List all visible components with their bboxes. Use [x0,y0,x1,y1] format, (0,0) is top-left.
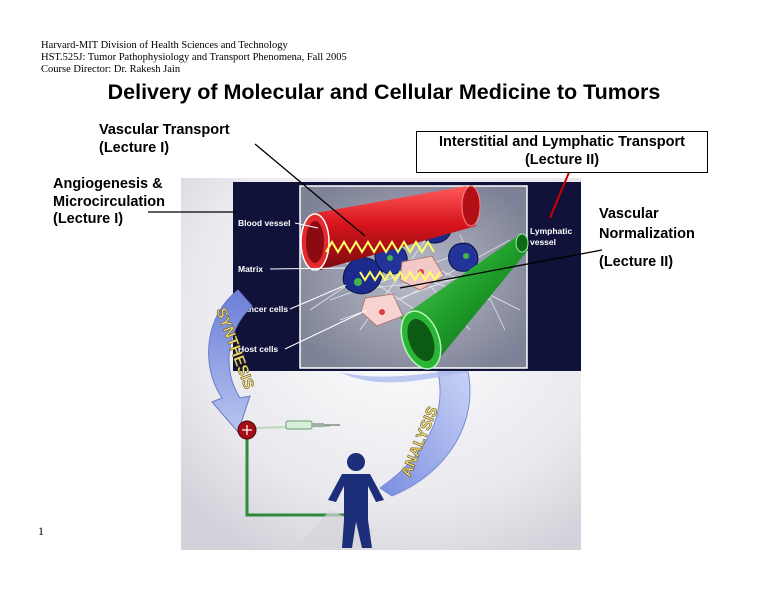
lymphatic-vessel [359,233,529,370]
pointer-vascular-transport [254,143,366,237]
header-line-2: HST.525J: Tumor Pathophysiology and Tran… [41,52,347,63]
callout-vascular-normalization: Vascular Normalization (Lecture II) [599,204,695,272]
syringe-icon [285,420,340,430]
callout-angiogenesis-line3: (Lecture I) [53,211,124,227]
pointer-normalization [399,249,603,289]
page-number: 1 [38,524,44,538]
page-title: Delivery of Molecular and Cellular Medic… [107,80,661,104]
label-blood-vessel: Blood vessel [238,218,290,228]
callout-normalization-line1: Vascular [599,206,659,222]
label-matrix: Matrix [238,264,263,274]
callout-normalization-line2: Normalization [599,226,695,242]
label-lymphatic-2: vessel [530,237,556,247]
callout-vascular-transport: Vascular Transport (Lecture I) [99,121,230,157]
callout-vascular-transport-line1: Vascular Transport [99,122,230,138]
label-lymphatic-1: Lymphatic [530,226,572,236]
blood-vessel [300,185,481,271]
drug-capsule-icon [237,420,257,440]
label-cancer-cells: Cancer cells [238,304,288,314]
pointer-interstitial [549,169,571,219]
label-host-cells: Host cells [238,344,278,354]
header-line-3: Course Director: Dr. Rakesh Jain [41,64,181,75]
patient-silhouette-icon [296,453,384,548]
callout-interstitial-lymphatic: Interstitial and Lymphatic Transport (Le… [416,131,708,173]
header-line-1: Harvard-MIT Division of Health Sciences … [41,40,288,51]
callout-vascular-transport-line2: (Lecture I) [99,140,170,156]
callout-interstitial-line2: (Lecture II) [524,152,600,168]
callout-angiogenesis: Angiogenesis & Microcirculation (Lecture… [53,176,165,229]
callout-normalization-line3: (Lecture II) [599,254,674,270]
callout-interstitial-line1: Interstitial and Lymphatic Transport [438,134,685,150]
callout-angiogenesis-line2: Microcirculation [53,193,165,210]
callout-angiogenesis-line1: Angiogenesis & [53,176,163,192]
